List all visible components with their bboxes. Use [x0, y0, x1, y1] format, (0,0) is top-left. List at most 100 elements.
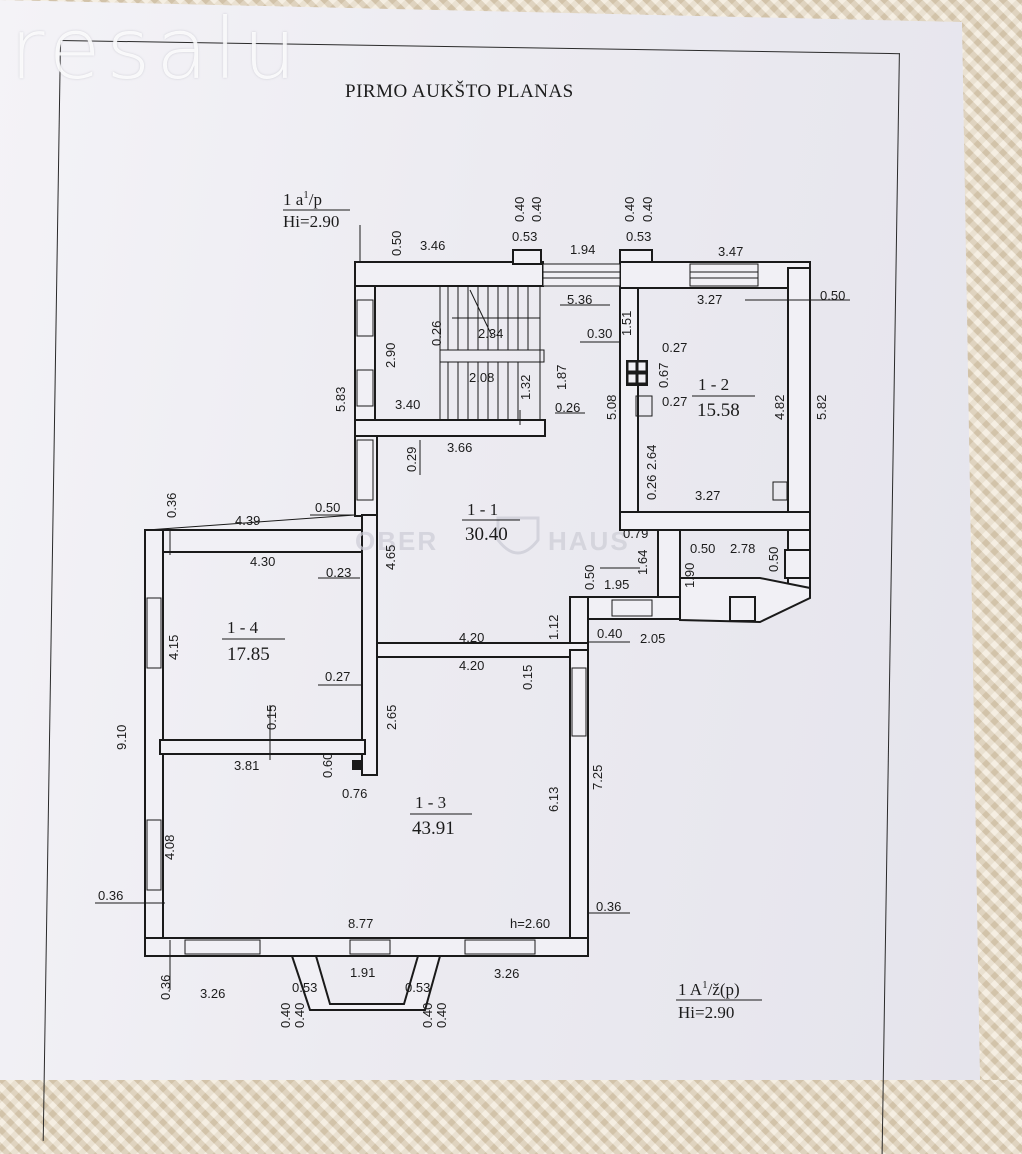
room-area: 43.91: [412, 818, 455, 839]
dimension-label: 3.81: [234, 758, 259, 773]
dimension-label: 5.36: [567, 292, 592, 307]
ceiling-height-note: h=2.60: [510, 916, 550, 931]
dimension-label: 0.36: [158, 975, 173, 1000]
dimension-label: 2.08: [469, 370, 494, 385]
dimension-label: 0.36: [596, 899, 621, 914]
wall-segment: [354, 261, 376, 437]
watermark-logo: resalu: [10, 0, 303, 98]
dimension-label: 5.83: [333, 387, 348, 412]
dimension-label: 0.40: [420, 1003, 435, 1028]
wall-segment: [784, 549, 811, 579]
dimension-label: 0.29: [404, 447, 419, 472]
dimension-labels: 0.40 0.40 0.53 0.40 0.40 0.53 0.50 3.46 …: [98, 197, 845, 1028]
dimension-label: 0.36: [164, 493, 179, 518]
wall-segment: [354, 419, 546, 437]
dimension-label: 9.10: [114, 725, 129, 750]
dimension-label: 4.20: [459, 630, 484, 645]
logo-text-left: OBER: [355, 526, 438, 556]
dimension-label: 1.91: [350, 965, 375, 980]
footer-code: 1 A1/ž(p): [678, 979, 740, 999]
room-labels: 1 - 1 30.40 1 - 2 15.58 1 - 3 43.91 1 - …: [222, 375, 755, 931]
dimension-label: 2.64: [644, 445, 659, 470]
dimension-label: 0.53: [292, 980, 317, 995]
window: [184, 939, 261, 955]
dimension-label: 1.32: [518, 375, 533, 400]
heater-icon: [635, 395, 653, 417]
dimension-label: 2.65: [384, 705, 399, 730]
dimension-label: 0.26: [429, 321, 444, 346]
dimension-label: 3.46: [420, 238, 445, 253]
dimension-label: 0.36: [98, 888, 123, 903]
floor-plan: PIRMO AUKŠTO PLANAS 1 a1/p Hi=2.90: [95, 80, 850, 1028]
stair-landing: [439, 349, 545, 363]
dimension-label: 7.25: [590, 765, 605, 790]
dimension-label: 3.66: [447, 440, 472, 455]
dimension-label: 0.67: [656, 363, 671, 388]
socket-icon: [772, 481, 788, 501]
dimension-label: 1.87: [554, 365, 569, 390]
window: [542, 263, 621, 287]
room-code: 1 - 4: [227, 618, 259, 637]
dimension-label: 2.78: [730, 541, 755, 556]
dimension-label: 1.90: [682, 563, 697, 588]
dimension-label: 4.15: [166, 635, 181, 660]
dimension-label: 0.50: [582, 565, 597, 590]
dimension-label: 0.15: [264, 705, 279, 730]
dimension-label: 0.50: [766, 547, 781, 572]
dimension-label: 0.40: [512, 197, 527, 222]
wall-segment: [376, 642, 589, 658]
dimension-label: 0.79: [623, 526, 648, 541]
wall-segment: [512, 249, 542, 265]
dimension-label: 4.82: [772, 395, 787, 420]
window: [356, 439, 374, 501]
dimension-label: 0.50: [690, 541, 715, 556]
room-code: 1 - 3: [415, 793, 446, 812]
dimension-label: 0.27: [662, 394, 687, 409]
dimension-label: 4.65: [383, 545, 398, 570]
dimension-label: 0.27: [325, 669, 350, 684]
wall-segment: [619, 511, 811, 531]
dimension-label: 0.40: [292, 1003, 307, 1028]
header-label: 1 a1/p Hi=2.90: [283, 189, 350, 231]
window: [689, 263, 759, 287]
window: [146, 597, 162, 669]
dimension-label: 8.77: [348, 916, 373, 931]
window: [611, 599, 653, 617]
dimension-label: 0.53: [512, 229, 537, 244]
dimension-label: 0.15: [520, 665, 535, 690]
dimension-label: 3.26: [494, 966, 519, 981]
wall-segment: [354, 261, 544, 287]
wall-segment: [144, 529, 378, 553]
window: [349, 939, 391, 955]
room-code: 1 - 2: [698, 375, 729, 394]
logo-shield-icon: [496, 516, 540, 555]
wall-segment: [729, 596, 756, 622]
dimension-label: 0.50: [315, 500, 340, 515]
windows: [146, 263, 759, 955]
dimension-label: 0.40: [640, 197, 655, 222]
room-code: 1 - 1: [467, 500, 498, 519]
dimension-label: 1.95: [604, 577, 629, 592]
logo-text-right: HAUS: [548, 526, 630, 556]
dimension-label: 1.12: [546, 615, 561, 640]
dimension-label: 0.76: [342, 786, 367, 801]
window: [464, 939, 536, 955]
room-area: 30.40: [465, 524, 508, 545]
dimension-label: 4.08: [162, 835, 177, 860]
dimension-label: 3.40: [395, 397, 420, 412]
dimension-label: 0.53: [405, 980, 430, 995]
dimension-label: 5.82: [814, 395, 829, 420]
plan-title: PIRMO AUKŠTO PLANAS: [345, 80, 574, 102]
dimension-label: 3.27: [695, 488, 720, 503]
dimension-label: 6.13: [546, 787, 561, 812]
footer-height: Hi=2.90: [678, 1003, 734, 1022]
dimension-label: 0.27: [662, 340, 687, 355]
window: [356, 299, 374, 337]
window: [356, 369, 374, 407]
fixtures: [352, 360, 788, 770]
header-height: Hi=2.90: [283, 212, 339, 231]
dimension-label: 0.53: [626, 229, 651, 244]
dimension-label: 0.30: [587, 326, 612, 341]
dimension-label: 2.90: [383, 343, 398, 368]
dimension-label: 0.40: [278, 1003, 293, 1028]
